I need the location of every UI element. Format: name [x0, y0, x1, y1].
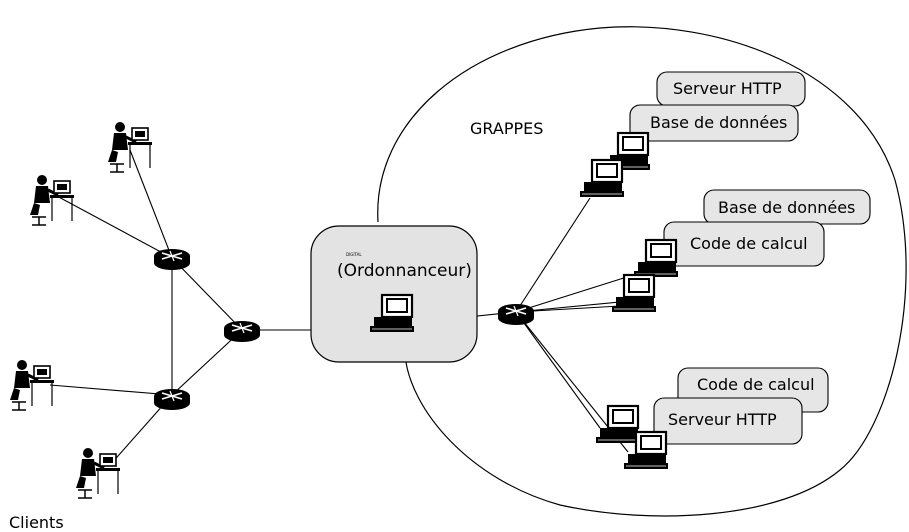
service-label-db-2: Base de données [718, 198, 855, 217]
service-label-http-3: Serveur HTTP [668, 410, 777, 429]
router-icon-top [153, 248, 191, 271]
service-label-calc-2: Code de calcul [690, 234, 808, 253]
service-box-db-1 [629, 104, 799, 142]
router-icon-cluster [497, 303, 535, 326]
service-label-calc-3: Code de calcul [697, 375, 815, 394]
cluster-computer-icon-3a [594, 404, 642, 445]
cluster-boundary [377, 26, 907, 517]
router-icon-middle [223, 320, 261, 343]
service-label-db-1: Base de données [650, 113, 787, 132]
grappes-label: GRAPPES [470, 119, 543, 138]
cluster-computer-icon-2a [632, 238, 680, 279]
client-icon-2 [28, 173, 76, 227]
service-box-http-3 [653, 397, 803, 445]
service-label-http-1: Serveur HTTP [673, 79, 782, 98]
client-icon-4 [74, 446, 122, 500]
clients-label: Clients [9, 513, 64, 532]
scheduler-tiny-label: DIGITAL [346, 252, 362, 257]
cluster-computer-icon-1b [578, 158, 626, 199]
cluster-computer-icon-2b [610, 273, 658, 314]
scheduler-label: (Ordonnanceur) [337, 261, 472, 281]
router-icon-bottom [153, 388, 191, 411]
client-icon-3 [8, 358, 56, 412]
client-icon-1 [106, 120, 154, 174]
